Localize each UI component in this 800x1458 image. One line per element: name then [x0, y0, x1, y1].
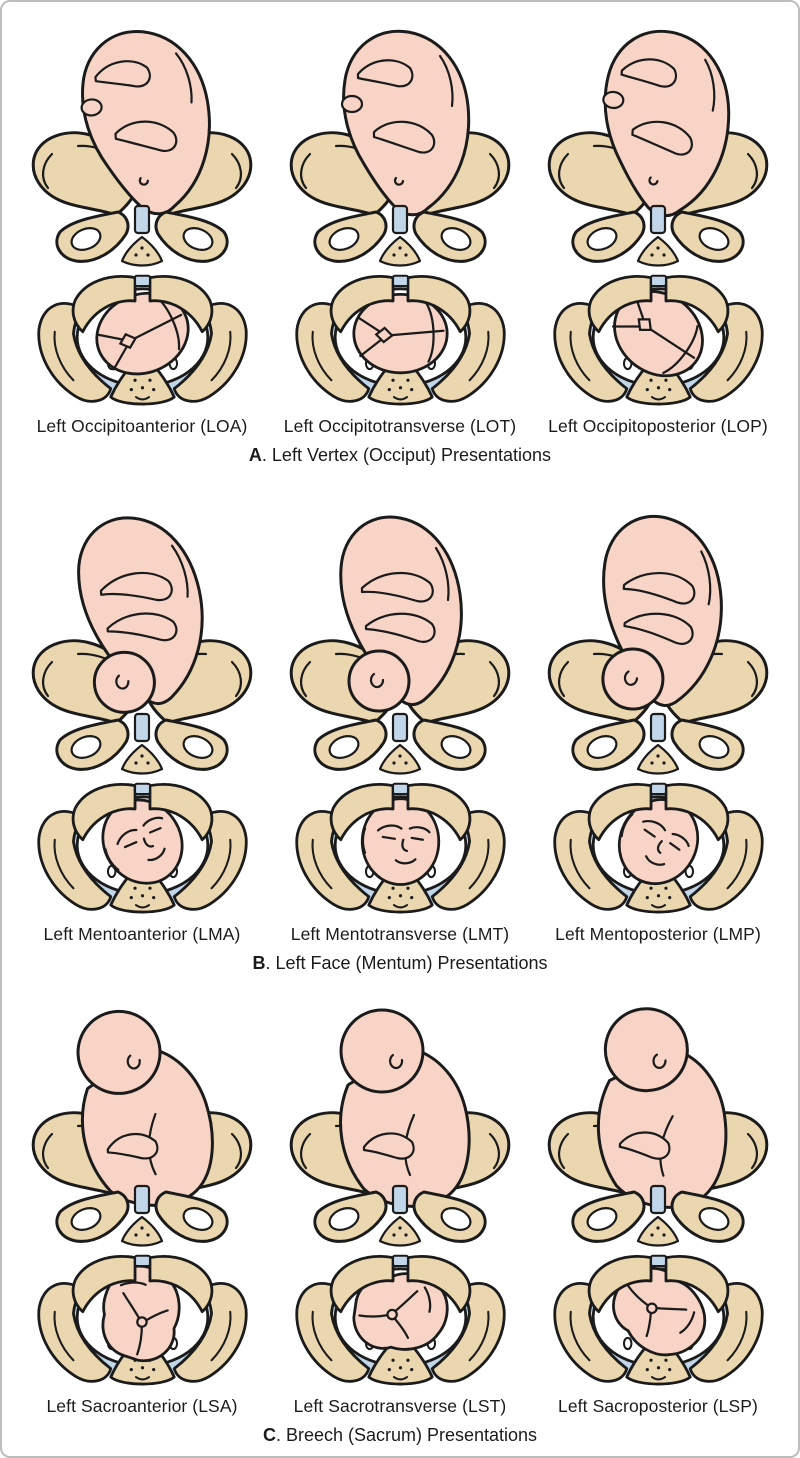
caption-letter: B	[252, 952, 266, 973]
lot-pelvic-inlet-illustration	[288, 272, 513, 412]
position-label-lma: Left Mentoanterior (LMA)	[43, 923, 241, 944]
lmp-pelvic-inlet-illustration	[546, 780, 771, 920]
position-label-lmt: Left Mentotransverse (LMT)	[290, 923, 510, 944]
lsp-pelvic-inlet-illustration	[546, 1252, 771, 1392]
cell-lst: Left Sacrotransverse (LST)	[274, 995, 526, 1417]
lmt-pelvic-inlet-illustration	[288, 780, 513, 920]
lop-pelvic-inlet-illustration	[546, 272, 771, 412]
lmp-fetus-pelvis-illustration	[538, 510, 778, 778]
cell-lsp: Left Sacroposterior (LSP)	[532, 995, 784, 1417]
cell-lop: Left Occipitoposterior (LOP)	[532, 10, 784, 437]
lst-pelvic-inlet-illustration	[288, 1252, 513, 1392]
section-caption-face: B. Left Face (Mentum) Presentations	[16, 953, 784, 974]
breech-figures-row: Left Sacroanterior (LSA) Left Sacrotrans…	[16, 995, 784, 1417]
lmt-fetus-pelvis-illustration	[280, 515, 520, 778]
caption-text: . Breech (Sacrum) Presentations	[275, 1425, 538, 1445]
cell-lot: Left Occipitotransverse (LOT)	[274, 10, 526, 437]
lst-fetus-pelvis-illustration	[280, 1008, 520, 1250]
section-face-presentations: Left Mentoanterior (LMA) Left Mentotrans…	[16, 488, 784, 974]
position-label-lsp: Left Sacroposterior (LSP)	[558, 1396, 758, 1416]
caption-letter: A	[248, 445, 262, 465]
vertex-figures-row: Left Occipitoanterior (LOA) Left Occipit…	[16, 10, 784, 437]
caption-text: . Left Vertex (Occiput) Presentations	[261, 445, 552, 465]
section-breech-presentations: Left Sacroanterior (LSA) Left Sacrotrans…	[16, 995, 784, 1446]
position-label-loa: Left Occipitoanterior (LOA)	[36, 416, 248, 436]
lsa-fetus-pelvis-illustration	[22, 1003, 262, 1250]
cell-lmt: Left Mentotransverse (LMT)	[274, 488, 526, 945]
loa-fetus-pelvis-illustration	[22, 25, 262, 270]
cell-lmp: Left Mentoposterior (LMP)	[532, 488, 784, 945]
section-vertex-presentations: Left Occipitoanterior (LOA) Left Occipit…	[16, 10, 784, 466]
position-label-lst: Left Sacrotransverse (LST)	[293, 1396, 507, 1416]
lot-fetus-pelvis-illustration	[280, 29, 520, 270]
section-caption-breech: C. Breech (Sacrum) Presentations	[16, 1425, 784, 1446]
lma-pelvic-inlet-illustration	[30, 780, 255, 920]
caption-letter: C	[262, 1425, 276, 1445]
cell-loa: Left Occipitoanterior (LOA)	[16, 10, 268, 437]
loa-pelvic-inlet-illustration	[30, 272, 255, 412]
cell-lsa: Left Sacroanterior (LSA)	[16, 995, 268, 1417]
face-figures-row: Left Mentoanterior (LMA) Left Mentotrans…	[16, 488, 784, 945]
lma-fetus-pelvis-illustration	[22, 511, 262, 778]
position-label-lop: Left Occipitoposterior (LOP)	[548, 416, 768, 436]
caption-text: . Left Face (Mentum) Presentations	[265, 952, 548, 973]
position-label-lot: Left Occipitotransverse (LOT)	[283, 416, 517, 436]
lsp-fetus-pelvis-illustration	[538, 1003, 778, 1250]
lsa-pelvic-inlet-illustration	[30, 1252, 255, 1392]
position-label-lsa: Left Sacroanterior (LSA)	[46, 1396, 238, 1416]
cell-lma: Left Mentoanterior (LMA)	[16, 488, 268, 945]
position-label-lmp: Left Mentoposterior (LMP)	[555, 923, 761, 944]
section-caption-vertex: A. Left Vertex (Occiput) Presentations	[16, 445, 784, 466]
lop-fetus-pelvis-illustration	[538, 25, 778, 270]
